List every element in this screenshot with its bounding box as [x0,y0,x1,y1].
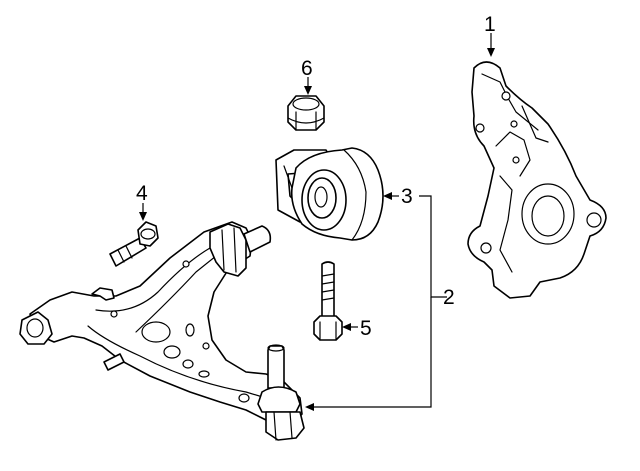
callout-4: 4 [136,182,148,205]
callout-2: 2 [443,286,455,309]
control-arm[interactable] [19,221,305,441]
callout-3: 3 [401,185,413,208]
callout-1: 1 [484,13,496,36]
steering-knuckle[interactable] [467,61,607,299]
callout-5: 5 [360,317,372,340]
bolt[interactable] [109,221,159,267]
nut[interactable] [287,95,325,131]
leader-lines [139,33,495,411]
bolt[interactable] [313,261,343,341]
callout-6: 6 [301,57,313,80]
bushing[interactable] [275,147,384,241]
